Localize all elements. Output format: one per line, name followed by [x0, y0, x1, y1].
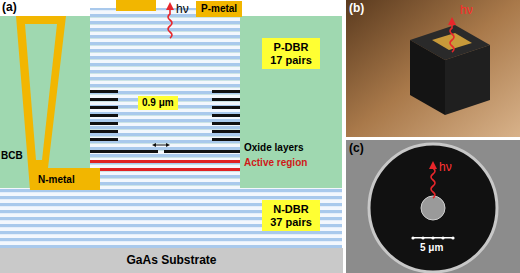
panel-letter: (a)	[2, 1, 17, 15]
panel-c-micrograph	[429, 161, 437, 169]
panel-b-photo	[432, 33, 472, 50]
scale-bar	[411, 236, 414, 239]
scale-bar	[421, 236, 424, 239]
oxide-layer	[212, 98, 240, 101]
panel-a-structure	[0, 0, 343, 248]
active-region-layer	[90, 160, 240, 171]
aperture-arrow	[152, 143, 170, 147]
oxide-layer	[212, 90, 240, 93]
node-text: P-metal	[201, 3, 237, 15]
node-text: N-metal	[38, 174, 75, 186]
aperture-arrow	[166, 143, 170, 147]
node-text: GaAs Substrate	[126, 254, 216, 268]
panel-c-micrograph	[421, 196, 445, 220]
panel-gap	[342, 0, 346, 273]
n-metal-trench	[16, 16, 100, 190]
oxide-layer	[90, 114, 118, 117]
photon-symbol: hν	[176, 3, 189, 17]
layer-label: Oxide layers	[244, 142, 303, 154]
scale-bar	[411, 236, 454, 239]
scale-label: 5 μm	[420, 242, 443, 254]
p-metal-pad: P-metal	[196, 1, 242, 17]
aperture-arrow	[152, 143, 156, 147]
panel-b-photo	[445, 45, 490, 115]
aperture-arrow	[154, 145, 168, 146]
oxide-layer	[90, 90, 118, 93]
node-text: N-DBR 37 pairs	[268, 203, 314, 228]
oxide-layer	[212, 130, 240, 133]
panel-b-photo	[346, 0, 520, 137]
panel-b-photo	[448, 17, 456, 25]
dbr-label-box: P-DBR 17 pairs	[262, 38, 320, 69]
n-metal-pad: N-metal	[34, 172, 79, 188]
photon-symbol: hν	[460, 4, 473, 18]
panel-c-micrograph	[431, 168, 435, 198]
scale-bar	[451, 236, 454, 239]
oxide-layer	[164, 150, 240, 153]
panel-c-micrograph	[346, 140, 520, 273]
active-region-layer	[90, 160, 240, 163]
oxide-layer	[212, 122, 240, 125]
node-text: P-DBR 17 pairs	[268, 41, 314, 66]
material-label: BCB	[1, 150, 23, 162]
layer-label: Active region	[244, 157, 307, 169]
oxide-layer	[212, 106, 240, 109]
panel-gap	[346, 137, 520, 140]
panel-b-photo	[410, 40, 445, 115]
substrate-band: GaAs Substrate	[0, 248, 343, 273]
panel-letter: (c)	[349, 142, 364, 156]
mesa-p-dbr	[90, 8, 240, 190]
oxide-layer	[90, 122, 118, 125]
oxide-layer	[90, 90, 240, 153]
node-text: 0.9 μm	[142, 97, 174, 109]
n-dbr-layers	[0, 188, 343, 248]
scale-bar	[431, 236, 434, 239]
dimension-box: 0.9 μm	[138, 96, 178, 110]
oxide-layer	[212, 114, 240, 117]
emission-arrow	[166, 2, 174, 10]
panel-c-micrograph	[346, 140, 520, 273]
bcb-fill	[25, 24, 57, 160]
photon-symbol: hν	[439, 161, 452, 175]
oxide-layer	[90, 98, 118, 101]
oxide-layer	[90, 138, 118, 141]
scale-bar	[441, 236, 444, 239]
emission-arrow	[166, 2, 174, 38]
oxide-layer	[90, 150, 158, 153]
oxide-layer	[90, 130, 118, 133]
emission-arrow	[168, 9, 172, 38]
panel-b-photo	[346, 0, 520, 137]
panel-letter: (b)	[349, 2, 364, 16]
p-metal-pad	[116, 0, 156, 11]
active-region-layer	[90, 168, 240, 171]
oxide-layer	[212, 138, 240, 141]
panel-b-photo	[450, 24, 454, 52]
oxide-layer	[90, 106, 118, 109]
panel-c-micrograph	[369, 144, 497, 272]
dbr-label-box: N-DBR 37 pairs	[262, 200, 320, 231]
